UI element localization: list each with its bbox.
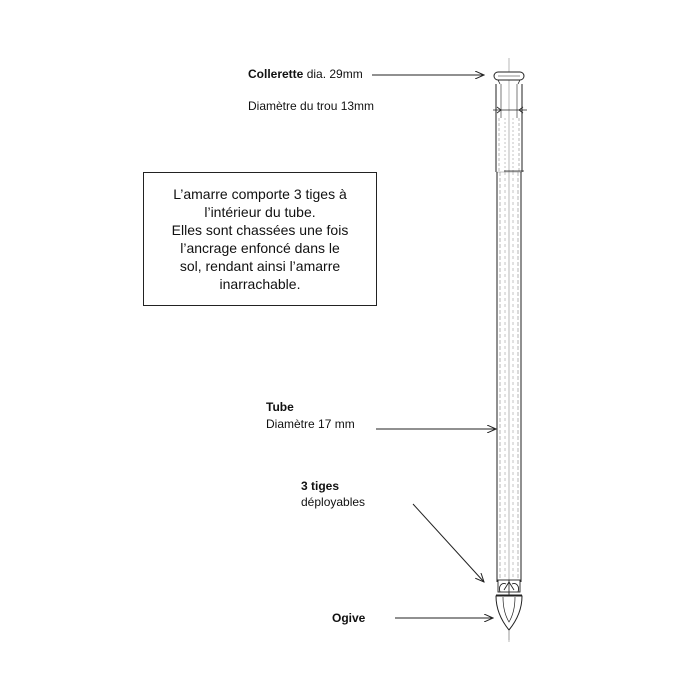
collar-label-rest: dia. 29mm bbox=[303, 67, 363, 81]
nose-label: Ogive bbox=[332, 611, 366, 625]
rods-sub-label: déployables bbox=[301, 495, 366, 509]
collar-label-bold: Collerette bbox=[248, 67, 304, 81]
tube-title: Tube bbox=[266, 400, 294, 414]
deployable-rods bbox=[496, 579, 522, 596]
main-tube bbox=[496, 172, 522, 582]
note-line: L’amarre comporte 3 tiges à bbox=[173, 186, 347, 202]
note-line: inarrachable. bbox=[219, 276, 301, 292]
note-box: L’amarre comporte 3 tiges à l’intérieur … bbox=[143, 172, 377, 306]
upper-tube bbox=[495, 84, 524, 173]
tube-diameter-label: Diamètre 17 mm bbox=[266, 417, 355, 431]
nose-cone bbox=[495, 595, 523, 642]
note-line: Elles sont chassées une fois bbox=[171, 222, 349, 238]
note-line: l’intérieur du tube. bbox=[204, 204, 316, 220]
note-line: l’ancrage enfoncé dans le bbox=[180, 240, 340, 256]
note-line: sol, rendant ainsi l’amarre bbox=[179, 258, 341, 274]
hole-label: Diamètre du trou 13mm bbox=[248, 99, 375, 113]
rods-arrow bbox=[412, 503, 484, 582]
rods-title: 3 tiges bbox=[301, 479, 340, 493]
collar bbox=[493, 71, 525, 85]
collar-label: Collerette dia. 29mm bbox=[248, 67, 363, 82]
